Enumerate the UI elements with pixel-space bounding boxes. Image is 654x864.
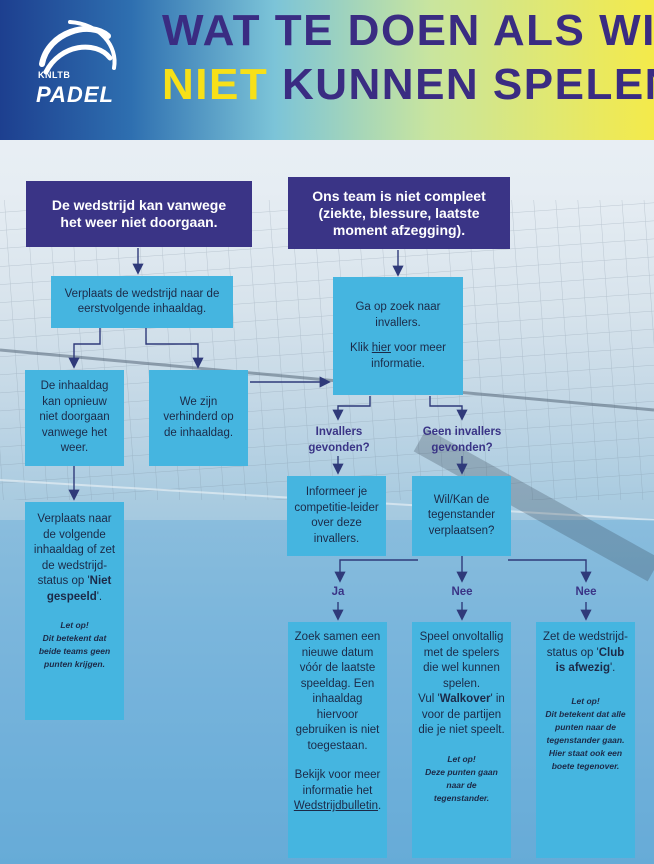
new-date-box: Zoek samen een nieuwe datum vóór de laat…: [288, 622, 387, 858]
click-suffix: voor meer informatie.: [371, 342, 446, 370]
click-prefix: Klik: [350, 342, 372, 354]
club-absent-note: Let op!Dit betekent dat alle punten naar…: [545, 695, 626, 771]
more-info-text: Klik hier voor meer informatie.: [343, 341, 453, 372]
prevented-text: We zijn verhinderd op de inhaaldag.: [163, 395, 234, 439]
knltb-padel-logo-icon: [39, 20, 117, 75]
team-incomplete-box: Ons team is niet compleet (ziekte, bless…: [288, 177, 510, 249]
incomplete-text: Speel onvoltallig met de spelers die wel…: [419, 631, 504, 690]
not-played-status: Niet gespeeld: [46, 575, 112, 603]
weather-cancel-box: De wedstrijd kan vanwege het weer niet d…: [26, 181, 252, 247]
club-absent-status: Club is afwezig: [555, 646, 625, 675]
bulletin-link[interactable]: Wedstrijdbulletin: [293, 800, 378, 812]
reschedule-text: Verplaats de wedstrijd naar de eerstvolg…: [64, 287, 220, 316]
catchup-weather-box: De inhaaldag kan opnieuw niet doorgaan v…: [25, 370, 124, 466]
club-absent-box: Zet de wedstrijd-status op 'Club is afwe…: [536, 622, 635, 858]
page-title-line2: NIET KUNNEN SPELEN?: [162, 60, 654, 110]
club-absent-text: Zet de wedstrijd-status op 'Club is afwe…: [542, 631, 628, 675]
logo-padel-text: PADEL: [36, 82, 114, 107]
no-label-middle: Nee: [451, 586, 473, 598]
prevented-box: We zijn verhinderd op de inhaaldag.: [149, 370, 248, 466]
no-subs-found-question: Geen invallers gevonden?: [422, 426, 502, 454]
weather-cancel-text: De wedstrijd kan vanwege het weer niet d…: [51, 197, 227, 230]
catchup-weather-text: De inhaaldag kan opnieuw niet doorgaan v…: [39, 380, 110, 455]
find-subs-text: Ga op zoek naar invallers.: [355, 301, 441, 329]
inform-leader-text: Informeer je competitie-leider over deze…: [294, 486, 379, 545]
title-highlight-word: NIET: [162, 60, 269, 109]
opponent-question-text: Wil/Kan de tegenstander verplaatsen?: [427, 493, 496, 537]
title-rest: KUNNEN SPELEN?: [281, 60, 654, 109]
reschedule-box: Verplaats de wedstrijd naar de eerstvolg…: [51, 276, 233, 328]
here-link[interactable]: hier: [371, 342, 391, 354]
find-subs-box: Ga op zoek naar invallers. Klik hier voo…: [333, 277, 463, 395]
bulletin-text: Bekijk voor meer informatie het Wedstrij…: [293, 769, 382, 812]
no-label-right: Nee: [575, 586, 597, 598]
logo-knltb-text: KNLTB: [38, 70, 71, 80]
opponent-question-box: Wil/Kan de tegenstander verplaatsen?: [412, 476, 511, 556]
move-next-note: Let op!Dit betekent dat beide teams geen…: [38, 620, 111, 669]
incomplete-note: Let op!Deze punten gaan naar de tegensta…: [425, 753, 498, 803]
move-next-box: Verplaats naar de volgende inhaaldag of …: [25, 502, 124, 720]
page-title-line1: WAT TE DOEN ALS WIJ: [162, 6, 654, 55]
incomplete-box: Speel onvoltallig met de spelers die wel…: [412, 622, 511, 858]
walkover-status: Walkover: [439, 693, 491, 705]
subs-found-question: Invallers gevonden?: [308, 426, 370, 454]
inform-leader-box: Informeer je competitie-leider over deze…: [287, 476, 386, 556]
walkover-text: Vul 'Walkover' in voor de partijen die j…: [418, 693, 505, 736]
new-date-text: Zoek samen een nieuwe datum vóór de laat…: [294, 631, 381, 752]
team-incomplete-text: Ons team is niet compleet (ziekte, bless…: [312, 187, 486, 238]
move-next-text: Verplaats naar de volgende inhaaldag of …: [33, 513, 116, 603]
yes-label: Ja: [331, 586, 345, 598]
header-banner: KNLTB PADEL WAT TE DOEN ALS WIJ NIET KUN…: [0, 0, 654, 140]
